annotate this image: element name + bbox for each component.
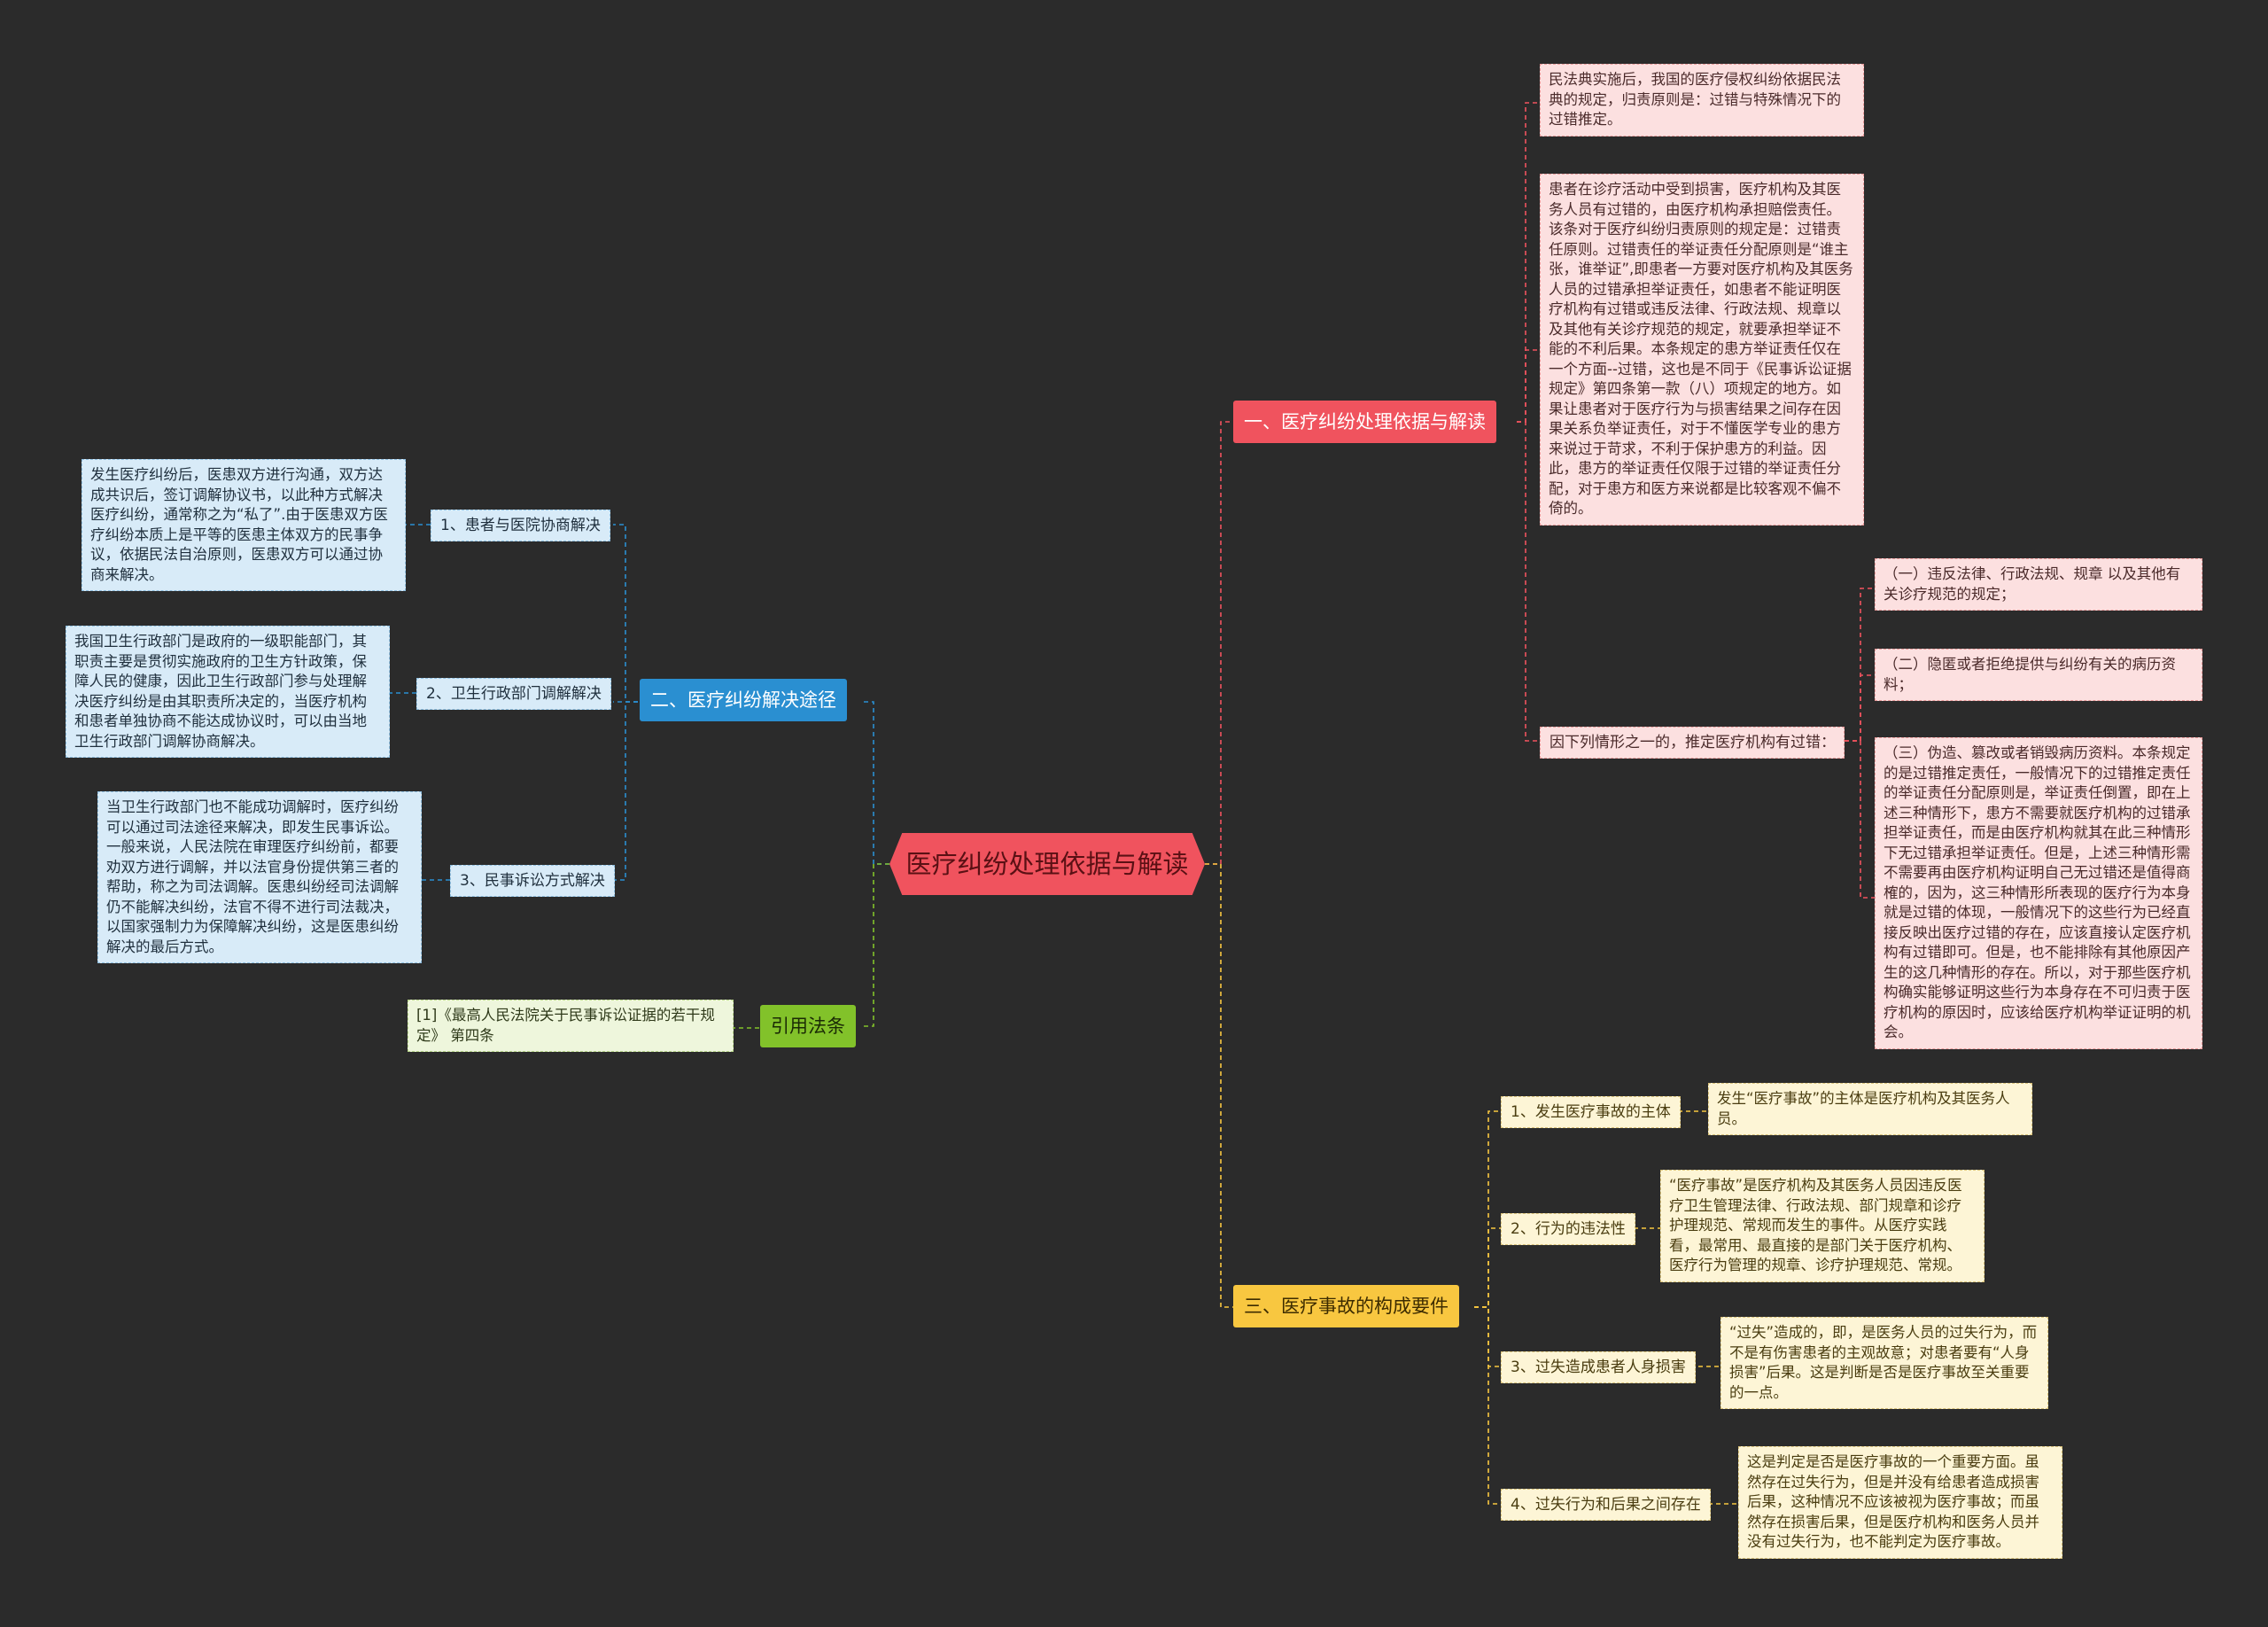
presumption-topic[interactable]: 因下列情形之一的，推定医疗机构有过错： (1540, 727, 1845, 759)
link-basis-presumption (1517, 421, 1540, 742)
basis-note-fault-liability: 患者在诊疗活动中受到损害，医疗机构及其医务人员有过错的，由医疗机构承担赔偿责任。… (1540, 174, 1864, 525)
elements-note-3: “过失”造成的，即，是医务人员的过失行为，而不是有伤害患者的主观故意；对患者要有… (1720, 1317, 2048, 1409)
link-elements-item3 (1474, 1306, 1501, 1367)
link-root-citation (861, 863, 889, 1027)
branch-resolution-label: 二、医疗纠纷解决途径 (650, 689, 836, 711)
presumption-item-3: （三）伪造、篡改或者销毁病历资料。本条规定的是过错推定责任，一般情况下的过错推定… (1875, 737, 2202, 1049)
branch-citation-label: 引用法条 (771, 1016, 845, 1037)
link-elements-item2 (1474, 1227, 1501, 1308)
link-elements-item1 (1474, 1110, 1501, 1308)
resolution-item-2[interactable]: 2、卫生行政部门调解解决 (416, 678, 611, 710)
citation-note: [1]《最高人民法院关于民事诉讼证据的若干规定》 第四条 (408, 1000, 734, 1052)
presumption-item-2: （二）隐匿或者拒绝提供与纠纷有关的病历资料； (1875, 649, 2202, 701)
link-basis-note1 (1517, 102, 1540, 423)
resolution-note-3: 当卫生行政部门也不能成功调解时，医疗纠纷可以通过司法途径来解决，即发生民事诉讼。… (97, 791, 422, 963)
elements-item-3[interactable]: 3、过失造成患者人身损害 (1501, 1351, 1696, 1383)
root-topic[interactable]: 医疗纠纷处理依据与解读 (889, 833, 1205, 895)
basis-note-civil-code: 民法典实施后，我国的医疗侵权纠纷依据民法典的规定，归责原则是：过错与特殊情况下的… (1540, 64, 1864, 136)
elements-item-2[interactable]: 2、行为的违法性 (1501, 1213, 1635, 1245)
link-presumption-item2 (1845, 674, 1875, 742)
resolution-item-3[interactable]: 3、民事诉讼方式解决 (450, 865, 615, 897)
link-resolution-item1 (613, 524, 638, 703)
presumption-item-1: （一）违反法律、行政法规、规章 以及其他有关诊疗规范的规定； (1875, 558, 2202, 611)
resolution-note-2: 我国卫生行政部门是政府的一级职能部门，其职责主要是贯彻实施政府的卫生方针政策，保… (66, 626, 390, 758)
branch-elements-label: 三、医疗事故的构成要件 (1244, 1296, 1449, 1317)
link-presumption-item1 (1845, 588, 1875, 742)
elements-note-4: 这是判定是否是医疗事故的一个重要方面。虽然存在过失行为，但是并没有给患者造成损害… (1738, 1446, 2062, 1559)
resolution-note-1: 发生医疗纠纷后，医患双方进行沟通，双方达成共识后，签订调解协议书，以此种方式解决… (82, 459, 406, 591)
link-presumption-item3 (1845, 740, 1875, 899)
link-elements-item4 (1474, 1306, 1501, 1505)
link-basis-note2 (1517, 349, 1540, 423)
root-title: 医疗纠纷处理依据与解读 (905, 849, 1189, 879)
elements-item-4[interactable]: 4、过失行为和后果之间存在 (1501, 1489, 1711, 1521)
branch-elements[interactable]: 三、医疗事故的构成要件 (1233, 1285, 1459, 1327)
branch-basis-label: 一、医疗纠纷处理依据与解读 (1244, 411, 1486, 432)
branch-basis[interactable]: 一、医疗纠纷处理依据与解读 (1233, 401, 1496, 443)
link-root-basis (1205, 421, 1233, 865)
elements-note-2: “医疗事故”是医疗机构及其医务人员因违反医疗卫生管理法律、行政法规、部门规章和诊… (1660, 1170, 1984, 1282)
link-root-elements (1205, 863, 1233, 1308)
elements-item-1[interactable]: 1、发生医疗事故的主体 (1501, 1096, 1681, 1128)
link-resolution-item3 (613, 701, 638, 881)
branch-resolution[interactable]: 二、医疗纠纷解决途径 (640, 679, 847, 721)
resolution-item-1[interactable]: 1、患者与医院协商解决 (431, 510, 610, 541)
elements-note-1: 发生“医疗事故”的主体是医疗机构及其医务人员。 (1708, 1083, 2032, 1135)
link-root-resolution (861, 701, 889, 865)
branch-citation[interactable]: 引用法条 (760, 1005, 856, 1047)
